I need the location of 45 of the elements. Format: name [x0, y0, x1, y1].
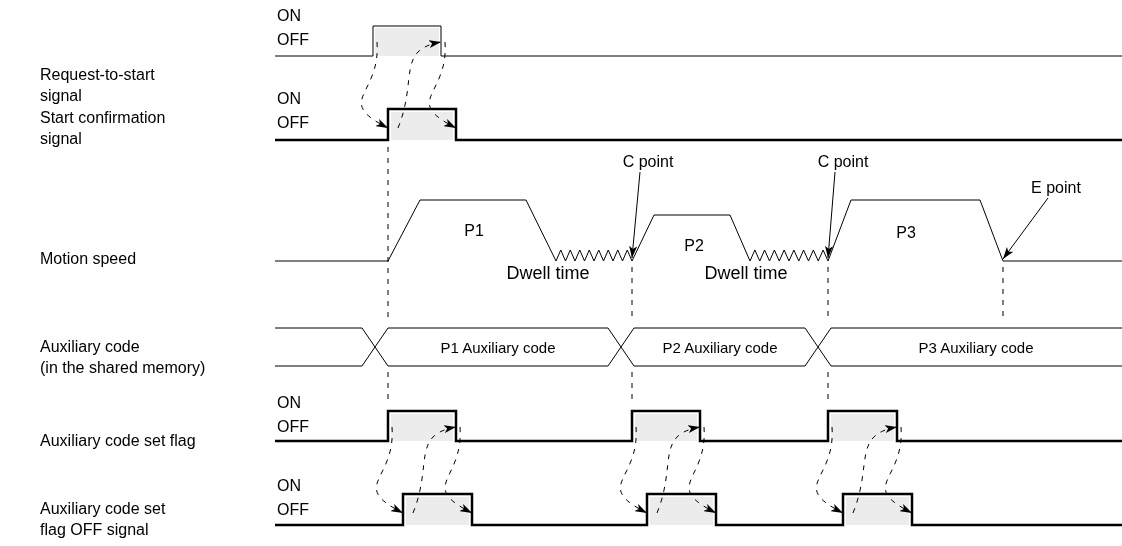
pulse-fill — [650, 497, 713, 525]
signal-label: OFF — [277, 113, 309, 133]
handshake-arrow — [412, 426, 457, 514]
handshake-arrow — [376, 426, 404, 514]
handshake-arrow — [885, 426, 913, 514]
signal-label: OFF — [277, 30, 309, 50]
pulse-fill — [391, 112, 453, 140]
pulse-fill — [635, 414, 697, 441]
signal-label: OFF — [277, 417, 309, 437]
signal-label: Dwell time — [506, 262, 590, 284]
signal-label: Auxiliary code set flag OFF signal — [40, 499, 166, 540]
pulse-fill — [846, 497, 909, 525]
signal-label: ON — [277, 476, 301, 496]
pulse-fill — [375, 28, 439, 56]
signal-label: ON — [277, 393, 301, 413]
signal-label: ON — [277, 6, 301, 26]
signal-label: Dwell time — [704, 262, 788, 284]
handshake-arrow — [852, 425, 898, 514]
signal-label: Request-to-start signal — [40, 65, 155, 106]
handshake-arrow — [429, 41, 457, 129]
bus-value-text: P2 Auxiliary code — [662, 338, 778, 356]
signal-label: ON — [277, 89, 301, 109]
handshake-arrow — [816, 426, 844, 514]
leader-arrow — [629, 171, 641, 259]
handshake-arrow — [656, 426, 701, 514]
signal-label: P1 — [464, 221, 484, 241]
signal-label: P3 — [896, 223, 916, 243]
bus-value-text: P1 Auxiliary code — [440, 338, 556, 356]
handshake-arrow — [688, 426, 717, 514]
signal-label: Start confirmation signal — [40, 108, 166, 149]
handshake-arrow — [620, 426, 648, 514]
signal-label: OFF — [277, 500, 309, 520]
signal-label: P2 — [684, 236, 704, 256]
leader-arrow — [825, 171, 836, 259]
signal-label: Auxiliary code (in the shared memory) — [40, 337, 206, 378]
pulse-fill — [831, 414, 894, 441]
signal-label: Auxiliary code set flag — [40, 431, 196, 451]
pulse-fill — [391, 414, 453, 441]
bus-value-text: P3 Auxiliary code — [918, 338, 1034, 356]
leader-arrow — [1002, 197, 1049, 260]
handshake-arrow — [397, 41, 442, 129]
handshake-arrow — [361, 41, 389, 129]
signal-label: Motion speed — [40, 249, 137, 269]
pulse-fill — [406, 497, 469, 525]
handshake-arrow — [444, 426, 473, 514]
